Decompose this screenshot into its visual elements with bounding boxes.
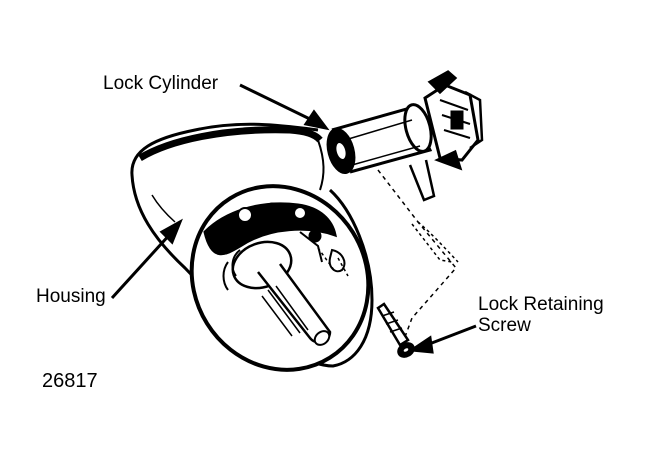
housing-label: Housing <box>36 286 106 307</box>
lock-retaining-screw <box>376 302 415 358</box>
screw-leader <box>423 324 477 348</box>
screw-arrowhead <box>407 335 434 354</box>
lock-cylinder-leader <box>239 83 317 124</box>
leader-lines <box>110 83 477 354</box>
lock-cylinder <box>326 70 484 202</box>
lock-retaining-screw-label-line1: Lock Retaining <box>478 294 604 315</box>
housing-leader <box>110 230 174 300</box>
screw-hole-outline <box>411 223 453 263</box>
lock-retaining-screw-label-line2: Screw <box>478 315 531 336</box>
steering-column-housing <box>130 122 374 372</box>
housing-arrowhead <box>159 218 183 245</box>
lock-cylinder-arrowhead <box>303 109 330 131</box>
lock-cylinder-label: Lock Cylinder <box>103 73 219 94</box>
housing-boss-dashed <box>317 247 349 277</box>
alignment-dashed-line <box>377 169 457 346</box>
figure-number: 26817 <box>42 370 98 392</box>
screw-hole-dashed <box>417 221 459 263</box>
